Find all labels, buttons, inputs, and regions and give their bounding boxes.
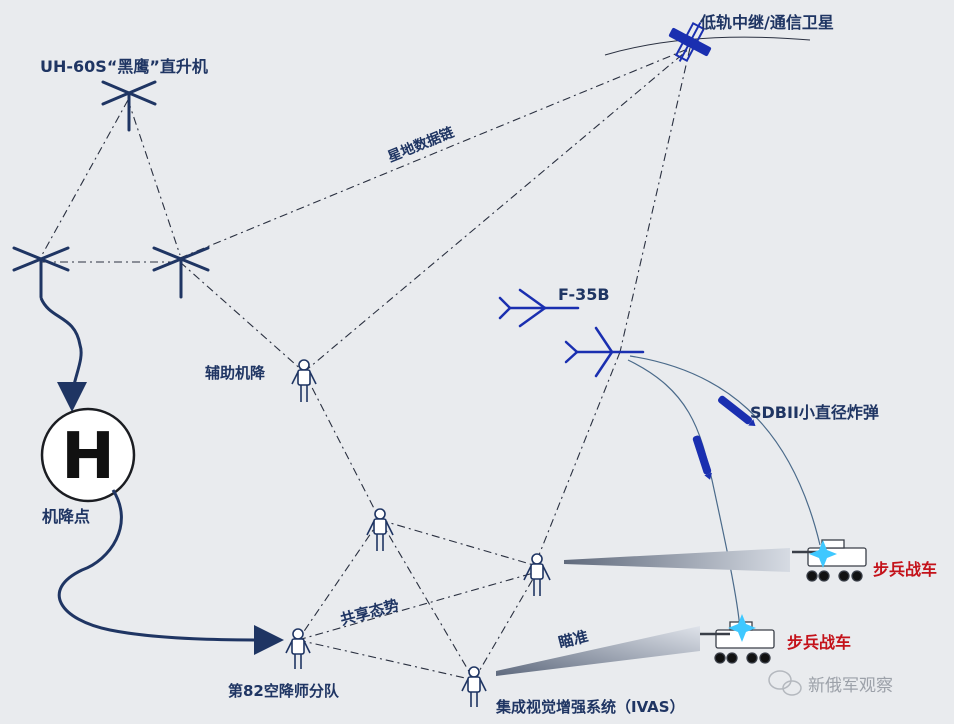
landing-zone-letter: H: [61, 420, 115, 494]
deploy-path-arrow: [57, 489, 284, 655]
link-heli-to-heli-left: [41, 99, 129, 256]
aiming-label: 瞄准: [557, 627, 590, 652]
approach-path-arrow: [39, 297, 88, 412]
helicopter-icon-left: [12, 246, 70, 299]
link-82-to-ivas: [297, 639, 475, 681]
sdb-bomb-icon-2: [717, 395, 756, 427]
sdb-label: SDBII小直径炸弹: [750, 403, 879, 422]
landing-zone-icon: [40, 407, 136, 503]
helicopter-label: UH-60S“黑鹰”直升机: [40, 57, 208, 76]
link-mid-to-ivas: [379, 519, 475, 681]
impact-spark-icon-top: [809, 540, 837, 568]
wechat-logo-icon: [768, 670, 802, 696]
link-82-to-right: [297, 571, 538, 641]
link-mid-to-82: [297, 519, 381, 641]
link-f35-to-soldier: [536, 351, 621, 561]
datalink-label: 星地数据链: [385, 123, 457, 165]
shared-awareness-label: 共享态势: [338, 596, 401, 629]
bomb-trajectory-2: [629, 355, 821, 546]
watermark-text: 新俄军观察: [808, 676, 893, 696]
ifv-label-bottom: 步兵战车: [787, 633, 851, 652]
soldier-icon-82: [285, 628, 311, 669]
network-links: [41, 47, 691, 681]
link-mid-to-right: [379, 519, 538, 567]
soldier-icon-ivas: [461, 666, 487, 707]
satellite-label: 低轨中继/通信卫星: [699, 13, 834, 32]
f35-jet-icon-bottom: [564, 326, 645, 378]
sdb-bomb-icon-1: [692, 435, 712, 480]
soldier-icon-mid: [366, 508, 394, 551]
landing-zone-label: 机降点: [42, 507, 90, 526]
targeting-beam-ivas: [496, 626, 700, 676]
soldier-icon-aux: [291, 359, 317, 402]
ivas-label: 集成视觉增强系统（IVAS）: [495, 698, 685, 716]
link-aux-to-mid: [303, 371, 381, 521]
unit-82-label: 第82空降师分队: [228, 682, 340, 700]
link-heli-to-satellite: [179, 47, 691, 259]
helicopter-icon-right: [152, 246, 210, 299]
targeting-beam-right: [564, 548, 790, 572]
link-satellite-to-f35: [619, 47, 691, 353]
soldier-icon-right: [523, 553, 551, 596]
link-heli-to-aux: [179, 261, 305, 373]
aux-landing-label: 辅助机降: [205, 364, 266, 382]
ifv-icon-top: [792, 539, 867, 582]
satellite-icon: [668, 21, 712, 63]
bomb-trajectory-1: [627, 359, 741, 631]
helicopter-icon-top: [101, 80, 157, 132]
link-aux-to-satellite: [303, 47, 691, 373]
link-ivas-to-right: [473, 571, 538, 681]
ifv-label-top: 步兵战车: [873, 560, 937, 579]
impact-spark-icon-bottom: [728, 614, 756, 642]
link-heli-to-heli-right: [127, 99, 181, 256]
f35-label: F-35B: [558, 285, 610, 304]
f35-jet-icon-top: [498, 288, 580, 328]
